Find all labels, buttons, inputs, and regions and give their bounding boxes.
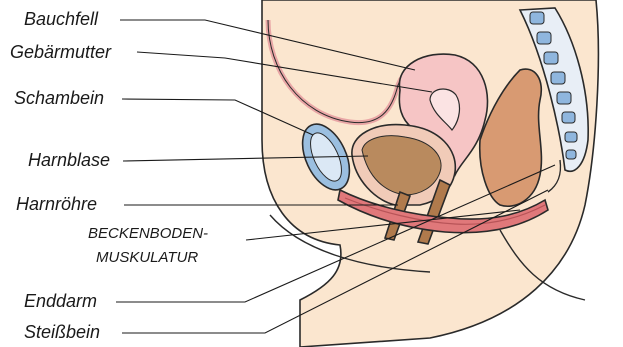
label-harnroehre: Harnröhre — [16, 194, 97, 214]
label-enddarm: Enddarm — [24, 291, 97, 311]
label-beckenboden-2: MUSKULATUR — [96, 249, 198, 266]
label-bauchfell: Bauchfell — [24, 9, 99, 29]
label-steissbein: Steißbein — [24, 322, 100, 342]
label-beckenboden-1: BECKENBODEN- — [88, 225, 208, 242]
label-schambein: Schambein — [14, 88, 104, 108]
label-gebaermutter: Gebärmutter — [10, 42, 112, 62]
label-harnblase: Harnblase — [28, 150, 110, 170]
